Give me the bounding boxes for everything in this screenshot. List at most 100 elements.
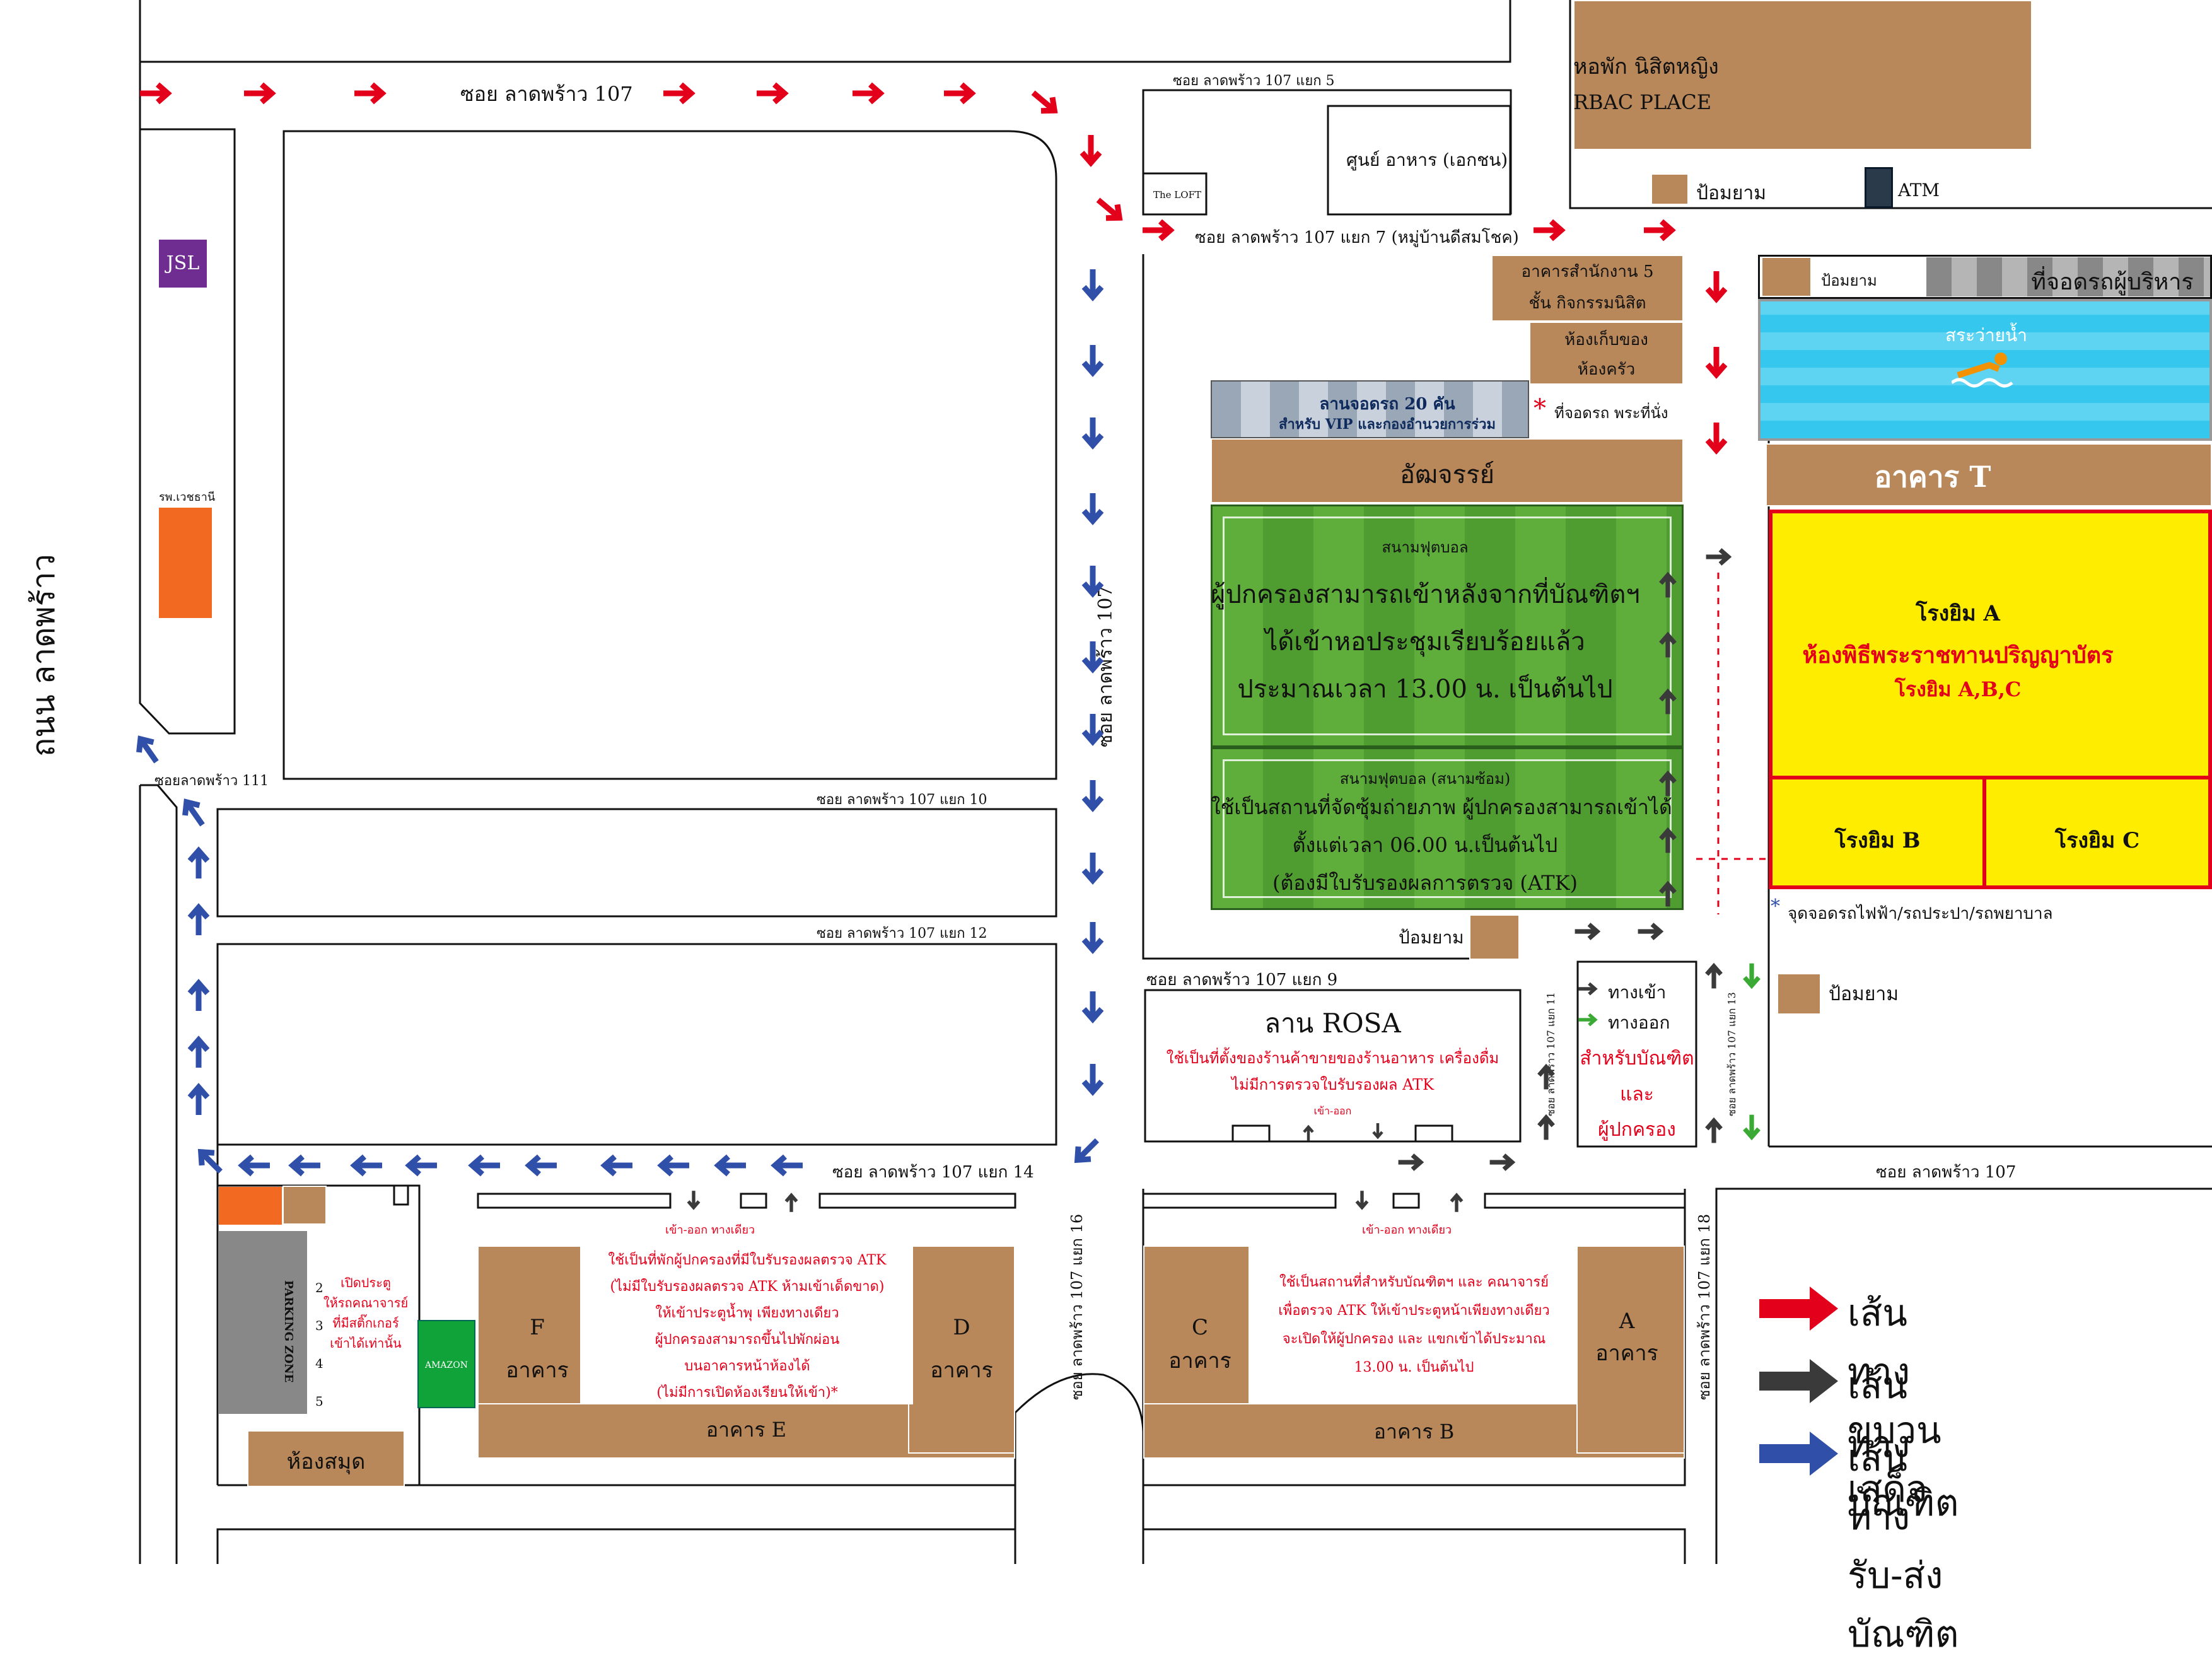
building-d-letter: D xyxy=(953,1315,970,1340)
fence-1 xyxy=(477,1193,672,1209)
legend-arrow-dark xyxy=(1759,1359,1838,1403)
route-arrow-39 xyxy=(197,1148,223,1174)
route-arrow-64 xyxy=(687,1191,701,1210)
storage-label-1: ห้องเก็บของ xyxy=(1564,330,1648,349)
legend-item-pickup: เส้นทาง รับ-ส่ง บัณฑิต xyxy=(1759,1428,1959,1655)
route-arrow-33 xyxy=(525,1154,557,1177)
atm-label: ATM xyxy=(1898,180,1940,201)
route-arrow-48 xyxy=(1659,631,1677,658)
legend-arrow-red xyxy=(1759,1287,1838,1331)
route-arrow-34 xyxy=(468,1154,500,1177)
legend-label-pickup: เส้นทาง รับ-ส่ง บัณฑิต xyxy=(1848,1437,1959,1655)
top-block-outline xyxy=(139,0,1511,63)
parking-booth xyxy=(219,1187,282,1225)
field-main-line2: ได้เข้าหอประชุมเรียบร้อยแล้ว xyxy=(1265,627,1585,656)
gate-note-1: เปิดประตู xyxy=(341,1275,391,1290)
road-soi-107-14: ซอย ลาดพร้าว 107 แยก 14 xyxy=(832,1163,1034,1182)
legend-arrow-blue xyxy=(1759,1432,1838,1476)
field-main-line1: ผู้ปกครองสามารถเข้าหลังจากที่บัณฑิตฯ xyxy=(1211,580,1640,609)
atm-icon xyxy=(1865,167,1893,208)
monk-parking-label: ที่จอดรถ พระที่นั่ง xyxy=(1554,404,1668,422)
atchara-label: อัฒจรรย์ xyxy=(1400,460,1494,489)
field-practice-line3: (ต้องมีใบรับรองผลการตรวจ (ATK) xyxy=(1272,871,1578,895)
road-soi-111: ซอยลาดพร้าว 111 xyxy=(154,773,269,789)
right-note-1: ใช้เป็นสถานที่สำหรับบัณฑิตฯ และ คณาจารย์ xyxy=(1279,1275,1549,1290)
left-note-5: บนอาคารหน้าห้องได้ xyxy=(684,1358,810,1374)
legend-item-procession: เส้นทางขบวนเสด็จ xyxy=(1759,1283,1941,1510)
road-soi-107-7: ซอย ลาดพร้าว 107 แยก 7 (หมู่บ้านดีสมโชค) xyxy=(1195,228,1519,247)
pool-label: สระว่ายน้ำ xyxy=(1945,325,2027,346)
route-arrow-22 xyxy=(1081,714,1104,746)
route-arrow-63 xyxy=(1489,1153,1516,1171)
arch-gate xyxy=(1014,1373,1144,1564)
route-arrow-37 xyxy=(288,1154,320,1177)
gate-note-3: ที่มีสติ๊กเกอร์ xyxy=(332,1316,399,1331)
route-arrow-15 xyxy=(1705,423,1728,455)
route-arrow-59 xyxy=(1705,1117,1723,1143)
route-arrow-46 xyxy=(136,735,159,764)
office-label-2: ชั้น กิจกรรมนิสิต xyxy=(1528,294,1646,313)
legend: เส้นทางขบวนเสด็จ เส้นทางบัณฑิต เส้นทาง ร… xyxy=(1759,1283,2201,1655)
guard-post-icon-right xyxy=(1777,973,1821,1015)
gym-b-label: โรงยิม B xyxy=(1834,828,1921,853)
swimmer-icon xyxy=(1950,350,2013,388)
entrance-in-label: ทางเข้า xyxy=(1608,982,1667,1003)
road-soi-107-12: ซอย ลาดพร้าว 107 แยก 12 xyxy=(817,926,987,942)
route-arrow-19 xyxy=(1081,493,1104,525)
guard-post-label-top: ป้อมยาม xyxy=(1696,182,1767,204)
entrance-out-label: ทางออก xyxy=(1608,1012,1670,1033)
storage-label-2: ห้องครัว xyxy=(1577,360,1636,379)
gym-a xyxy=(1769,510,2212,779)
right-note-3: จะเปิดให้ผู้ปกครอง และ แขกเข้าได้ประมาณ xyxy=(1282,1331,1546,1347)
parking-num-2: 2 xyxy=(315,1280,323,1295)
route-arrows xyxy=(136,82,1761,1212)
route-arrow-13 xyxy=(1705,271,1728,303)
route-arrow-3 xyxy=(663,82,696,105)
route-arrow-25 xyxy=(1081,922,1104,954)
gym-a-line1: ห้องพิธีพระราชทานปริญญาบัตร xyxy=(1802,642,2114,668)
building-a-letter: A xyxy=(1619,1309,1635,1334)
parking-num-5: 5 xyxy=(315,1394,323,1409)
the-loft-box xyxy=(1142,172,1208,216)
road-outlines xyxy=(139,0,2212,1564)
guard-post-icon-top xyxy=(1651,173,1689,205)
jsl-logo: JSL xyxy=(159,240,207,288)
route-arrow-54 xyxy=(1575,923,1601,940)
road-soi-107-top: ซอย ลาดพร้าว 107 xyxy=(460,82,633,106)
gate-right-label: เข้า-ออก ทางเดียว xyxy=(1362,1223,1452,1237)
exec-parking-label: ที่จอดรถผู้บริหาร xyxy=(2031,269,2194,295)
route-arrow-47 xyxy=(1659,571,1677,598)
rosa-label: ลาน ROSA xyxy=(1264,1008,1401,1039)
big-block-outline xyxy=(282,130,1057,780)
route-arrow-31 xyxy=(657,1154,689,1177)
field-practice-title: สนามฟุตบอล (สนามซ้อม) xyxy=(1339,770,1511,788)
hospital-building xyxy=(159,508,212,618)
building-d-word: อาคาร xyxy=(930,1358,993,1383)
exec-parking-lot xyxy=(1926,257,2210,296)
route-arrow-28 xyxy=(1074,1138,1099,1164)
legend-item-graduate: เส้นทางบัณฑิต xyxy=(1759,1356,1959,1524)
left-note-1: ใช้เป็นที่พักผู้ปกครองที่มีใบรับรองผลตรว… xyxy=(608,1252,887,1268)
amazon-shop: AMAZON xyxy=(417,1320,475,1408)
parking-lot-cars xyxy=(219,1231,307,1414)
route-arrow-50 xyxy=(1659,770,1677,796)
route-arrow-1 xyxy=(244,82,276,105)
office-label-1: อาคารสำนักงาน 5 xyxy=(1521,262,1654,281)
gate-post xyxy=(393,1184,409,1206)
route-arrow-61 xyxy=(1743,1114,1761,1141)
right-note-4: 13.00 น. เป็นต้นไป xyxy=(1354,1360,1474,1375)
building-b-label: อาคาร B xyxy=(1373,1420,1455,1444)
route-arrow-16 xyxy=(1081,269,1104,301)
ev-parking-asterisk: * xyxy=(1771,896,1780,918)
route-arrow-60 xyxy=(1743,963,1761,989)
route-arrow-65 xyxy=(784,1193,798,1212)
vip-parking-label-1: ลานจอดรถ 20 คัน xyxy=(1319,395,1455,414)
route-arrow-43 xyxy=(187,903,210,935)
dorm-block-outline xyxy=(1569,0,2212,209)
building-a xyxy=(1576,1246,1685,1454)
route-arrow-14 xyxy=(1705,347,1728,379)
narrow-block-outline xyxy=(139,128,236,735)
route-arrow-20 xyxy=(1081,566,1104,598)
route-arrow-36 xyxy=(350,1154,382,1177)
exec-parking-strip xyxy=(1758,255,2212,299)
